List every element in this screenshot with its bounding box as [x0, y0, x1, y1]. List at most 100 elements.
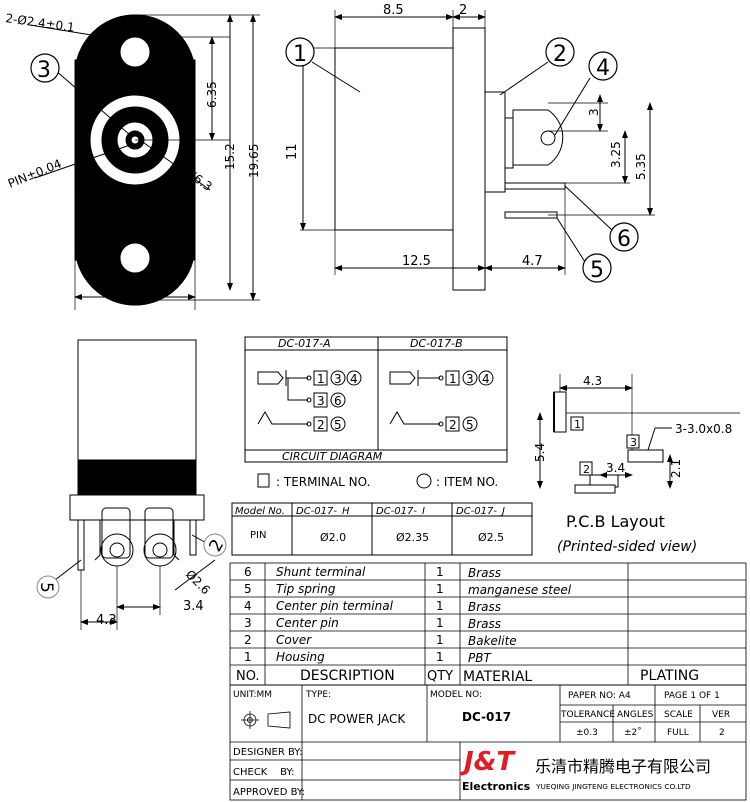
- svg-text:4.3: 4.3: [583, 374, 602, 388]
- svg-text:PBT: PBT: [468, 651, 492, 665]
- legend-item: : ITEM NO.: [436, 475, 498, 489]
- svg-text:4: 4: [482, 372, 490, 386]
- svg-text:4: 4: [350, 372, 358, 386]
- circuit-labels: DC-017-A DC-017-B CIRCUIT DIAGRAM 1 3 4 …: [278, 337, 494, 463]
- svg-text:VER: VER: [712, 710, 730, 720]
- balloon-3: 3: [30, 53, 60, 83]
- svg-text:5.4: 5.4: [533, 443, 547, 462]
- svg-text:manganese steel: manganese steel: [468, 583, 572, 597]
- svg-text:1: 1: [317, 372, 325, 386]
- legend-terminal: : TERMINAL NO.: [276, 475, 370, 489]
- svg-text:5: 5: [334, 418, 342, 432]
- svg-text:2: 2: [583, 463, 590, 476]
- svg-text:SCALE: SCALE: [664, 710, 693, 720]
- circuit-diagram: [244, 336, 508, 463]
- svg-text:ANGLES: ANGLES: [617, 710, 654, 720]
- svg-text:Tip spring: Tip spring: [276, 582, 336, 596]
- svg-text:3: 3: [466, 372, 474, 386]
- bom-text: 6 Shunt terminal 1 Brass 5 Tip spring 1 …: [236, 565, 699, 685]
- svg-text:PAGE 1 OF 1: PAGE 1 OF 1: [664, 691, 720, 701]
- model-table: [231, 502, 533, 556]
- balloon-1: 1: [285, 37, 315, 67]
- svg-text:Model No.: Model No.: [235, 506, 285, 517]
- model-value: DC-017: [462, 710, 511, 724]
- svg-text:5: 5: [590, 258, 604, 283]
- dim-3-4-bottom: 3.4: [183, 599, 204, 614]
- svg-text:FULL: FULL: [667, 728, 689, 738]
- dim-3: 3: [587, 108, 601, 116]
- svg-text:1: 1: [293, 42, 307, 67]
- dim-2: 2: [459, 3, 467, 18]
- svg-text:1: 1: [436, 565, 444, 579]
- svg-text:Ø2.5: Ø2.5: [478, 531, 504, 544]
- balloon-4: 4: [588, 51, 618, 81]
- svg-text:5: 5: [244, 582, 252, 596]
- dim-15-2: 15.2: [223, 143, 237, 170]
- svg-text:Ø2.0: Ø2.0: [320, 531, 346, 544]
- bom-table: [229, 562, 747, 686]
- svg-text:DC-017-_I: DC-017-_I: [376, 506, 425, 517]
- svg-text:Bakelite: Bakelite: [468, 634, 517, 648]
- dim-holes: 2-Ø2.4±0.1: [5, 11, 76, 35]
- svg-text:2.1: 2.1: [669, 459, 683, 478]
- svg-text:Shunt terminal: Shunt terminal: [276, 565, 366, 579]
- svg-text:1: 1: [449, 372, 457, 386]
- svg-text:Brass: Brass: [468, 617, 501, 631]
- svg-text:3: 3: [630, 436, 637, 449]
- bottom-view: [54, 339, 216, 630]
- svg-text:6: 6: [617, 227, 631, 252]
- svg-text:PAPER NO: A4: PAPER NO: A4: [568, 691, 631, 701]
- svg-text:3: 3: [244, 616, 252, 630]
- balloon-2-bottom: 2: [203, 533, 228, 557]
- circuit-col-a: DC-017-A: [278, 337, 331, 350]
- dim-4-3-bottom: 4.3: [96, 613, 117, 628]
- svg-text:2: 2: [317, 418, 325, 432]
- svg-text:MATERIAL: MATERIAL: [463, 669, 532, 685]
- svg-text:1: 1: [436, 599, 444, 613]
- dim-4-7: 4.7: [522, 254, 543, 269]
- svg-text:1: 1: [436, 582, 444, 596]
- type-value: DC POWER JACK: [308, 712, 406, 726]
- svg-text:UNIT:MM: UNIT:MM: [233, 690, 272, 700]
- svg-text:5: 5: [466, 418, 474, 432]
- legend: : TERMINAL NO. : ITEM NO.: [257, 473, 498, 489]
- svg-text:2: 2: [719, 728, 725, 738]
- dim-19-65: 19.65: [247, 144, 261, 178]
- circuit-col-b: DC-017-B: [410, 337, 463, 350]
- svg-text:2: 2: [244, 633, 252, 647]
- balloon-2: 2: [545, 37, 575, 67]
- svg-text:QTY: QTY: [427, 669, 453, 684]
- svg-text:±0.3: ±0.3: [576, 728, 598, 738]
- side-view-labels: 8.5 2 11 12.5 4.7 3 3.25 5.35: [285, 3, 648, 269]
- svg-text:2: 2: [553, 42, 567, 67]
- svg-text:6: 6: [244, 565, 252, 579]
- svg-text:Center pin terminal: Center pin terminal: [276, 599, 394, 613]
- svg-text:3-3.0x0.8: 3-3.0x0.8: [675, 422, 732, 436]
- circuit-caption: CIRCUIT DIAGRAM: [282, 450, 383, 463]
- svg-text:3: 3: [334, 372, 342, 386]
- dim-pin: PIN±0.04: [6, 157, 64, 191]
- dim-6-35: 6.35: [205, 81, 219, 108]
- svg-text:DESCRIPTION: DESCRIPTION: [300, 668, 395, 684]
- svg-text:1: 1: [436, 650, 444, 664]
- svg-text:4: 4: [596, 56, 610, 81]
- svg-text:1: 1: [436, 616, 444, 630]
- svg-text:3.4: 3.4: [606, 461, 625, 475]
- svg-text:6: 6: [334, 394, 342, 408]
- title-block: [229, 684, 747, 801]
- front-view: [29, 14, 260, 310]
- svg-text:APPROVED BY:: APPROVED BY:: [233, 787, 305, 798]
- svg-text:Housing: Housing: [276, 650, 325, 664]
- svg-text:2: 2: [449, 418, 457, 432]
- dim-phi26: Ø2.6: [183, 567, 213, 597]
- svg-text:Brass: Brass: [468, 600, 501, 614]
- svg-text:Center pin: Center pin: [276, 616, 339, 630]
- dim-5-35: 5.35: [634, 153, 648, 180]
- company-en: YUEQING JINGTENG ELECTRONICS CO.LTD: [535, 782, 691, 791]
- svg-text:1: 1: [574, 418, 581, 431]
- svg-text:DC-017-_H: DC-017-_H: [296, 506, 350, 517]
- dim-12-5: 12.5: [402, 254, 431, 269]
- svg-text:4: 4: [244, 599, 252, 613]
- company-logo: J&T: [459, 747, 516, 777]
